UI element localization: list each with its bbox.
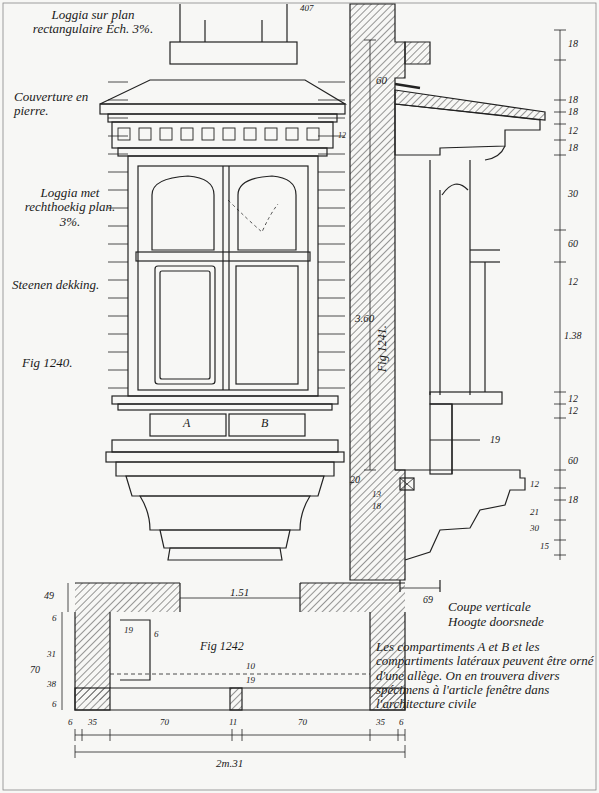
dimension-label: 1.51	[230, 586, 249, 598]
dimension-label: 12	[338, 132, 346, 141]
dimension-label: 12	[568, 393, 578, 404]
dimension-label: 49	[44, 590, 54, 601]
dimension-label: 70	[298, 718, 307, 728]
dimension-label: 18	[568, 142, 578, 153]
dimension-label: 60	[568, 238, 578, 249]
dimension-label: 70	[30, 664, 40, 675]
note-text: Les compartiments A et B et les comparti…	[376, 640, 594, 711]
dimension-label: B	[261, 417, 268, 430]
dimension-label: 19	[246, 676, 255, 686]
dimension-label: 6	[154, 630, 159, 640]
dimension-label: 18	[568, 106, 578, 117]
sheet-border	[3, 3, 596, 790]
dimension-label: 60	[376, 74, 387, 86]
dimension-label: 38	[47, 680, 56, 690]
dimension-label: 12	[568, 276, 578, 287]
dimension-label: 19	[490, 434, 500, 445]
dimension-label: 1.38	[564, 330, 582, 341]
note-text: Couverture en pierre.	[14, 90, 100, 119]
dimension-label: 12	[568, 405, 578, 416]
dimension-label: 13	[372, 490, 381, 500]
note-text: 407	[300, 4, 314, 14]
dimension-label: 19	[124, 626, 133, 636]
dimension-label: 20	[350, 474, 360, 485]
dimension-label: A	[183, 417, 190, 430]
dimension-label: 18	[568, 38, 578, 49]
dimension-label: 35	[88, 718, 97, 728]
dimension-label: 69	[423, 594, 433, 605]
dimension-label: 2m.31	[216, 757, 243, 769]
dimension-label: 18	[568, 94, 578, 105]
dimension-label: 21	[530, 508, 539, 518]
dimension-label: 3.60	[355, 312, 374, 324]
dimension-label: 30	[530, 524, 539, 534]
note-text: Coupe verticale	[448, 600, 531, 614]
note-text: Hoogte doorsnede	[448, 615, 544, 629]
dimension-label: 60	[568, 455, 578, 466]
dimension-label: 70	[160, 718, 169, 728]
dimension-label: 30	[568, 188, 578, 199]
elevation	[100, 4, 345, 560]
note-text: Fig 1240.	[22, 356, 73, 370]
dimension-label: 11	[229, 718, 237, 728]
dimension-label: 12	[568, 125, 578, 136]
dimension-label: 18	[568, 494, 578, 505]
plan	[62, 583, 405, 758]
vertical-section	[350, 4, 566, 592]
dimension-label: 12	[530, 480, 539, 490]
note-text: Loggia sur plan rectangulaire Éch. 3%.	[18, 8, 168, 37]
dimension-label: 6	[52, 614, 57, 624]
dimension-label: Fig 1242	[200, 640, 244, 653]
dimension-label: 6	[399, 718, 404, 728]
dimension-label: Fig 1241.	[376, 325, 389, 372]
dimension-label: 6	[52, 700, 57, 710]
dimension-label: 31	[47, 650, 56, 660]
dimension-label: 6	[68, 718, 73, 728]
dimension-label: 18	[372, 502, 381, 512]
note-text: Steenen dekking.	[12, 278, 132, 292]
dimension-label: 35	[376, 718, 385, 728]
dimension-label: 10	[246, 662, 255, 672]
dimension-label: 15	[540, 542, 549, 552]
note-text: Loggia met rechthoekig plan. 3%.	[22, 186, 118, 229]
